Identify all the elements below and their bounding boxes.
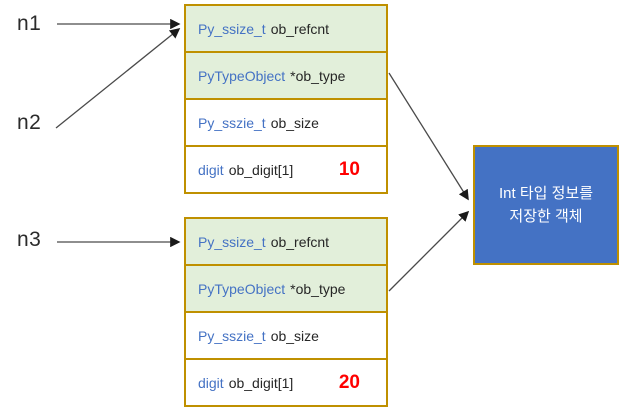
field-name: ob_size — [270, 327, 319, 344]
type-name: digit — [198, 374, 224, 391]
variable-label-n3: n3 — [17, 228, 42, 251]
row-ob-digit: digit ob_digit[1] 10 — [186, 147, 386, 192]
field-name: *ob_type — [290, 67, 346, 84]
type-name: Py_ssize_t — [198, 20, 266, 37]
type-box-label-line1: Int 타입 정보를 — [498, 184, 593, 202]
row-ob-type: PyTypeObject *ob_type — [186, 53, 386, 100]
row-ob-refcnt: Py_ssize_t ob_refcnt — [186, 219, 386, 266]
int-object-box-10: Py_ssize_t ob_refcnt PyTypeObject *ob_ty… — [184, 4, 388, 194]
row-ob-size: Py_sszie_t ob_size — [186, 100, 386, 147]
int-type-object-box: Int 타입 정보를 저장한 객체 — [473, 145, 619, 265]
variable-label-n2: n2 — [17, 111, 42, 134]
type-box-label-line2: 저장한 객체 — [509, 208, 583, 225]
type-name: PyTypeObject — [198, 67, 286, 84]
stored-value: 20 — [338, 371, 360, 393]
arrow-object2-obtype-to-typebox — [388, 210, 470, 292]
type-name: PyTypeObject — [198, 280, 286, 297]
type-name: Py_sszie_t — [198, 327, 266, 344]
field-name: ob_refcnt — [270, 20, 330, 37]
variable-label-n1: n1 — [17, 12, 42, 35]
arrow-n2-to-object1 — [55, 28, 181, 129]
type-name: Py_sszie_t — [198, 114, 266, 131]
int-object-box-20: Py_ssize_t ob_refcnt PyTypeObject *ob_ty… — [184, 217, 388, 407]
stored-value: 10 — [338, 158, 360, 180]
field-name: *ob_type — [290, 280, 346, 297]
row-ob-refcnt: Py_ssize_t ob_refcnt — [186, 6, 386, 53]
type-name: Py_ssize_t — [198, 233, 266, 250]
field-name: ob_digit[1] — [228, 161, 294, 178]
row-ob-type: PyTypeObject *ob_type — [186, 266, 386, 313]
row-ob-digit: digit ob_digit[1] 20 — [186, 360, 386, 405]
field-name: ob_size — [270, 114, 319, 131]
field-name: ob_refcnt — [270, 233, 330, 250]
arrow-object1-obtype-to-typebox — [388, 72, 469, 201]
field-name: ob_digit[1] — [228, 374, 294, 391]
type-name: digit — [198, 161, 224, 178]
row-ob-size: Py_sszie_t ob_size — [186, 313, 386, 360]
